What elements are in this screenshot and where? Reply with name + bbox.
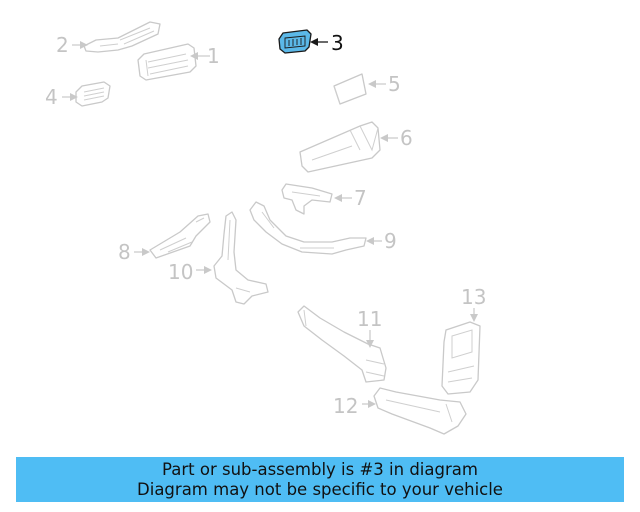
part-8[interactable] — [149, 213, 211, 259]
part-4[interactable] — [75, 81, 111, 107]
parts-diagram: 1 2 3 4 5 6 7 8 9 10 11 12 13 — [45, 21, 486, 435]
info-banner: Part or sub-assembly is #3 in diagram Di… — [16, 457, 624, 502]
callout-9: 9 — [384, 229, 397, 253]
callout-5: 5 — [388, 72, 401, 96]
callout-1: 1 — [207, 44, 220, 68]
callout-8: 8 — [118, 240, 131, 264]
callout-11: 11 — [357, 307, 382, 331]
leader-lines — [62, 38, 478, 408]
callout-12: 12 — [333, 394, 358, 418]
callout-4: 4 — [45, 85, 58, 109]
banner-line-part-info: Part or sub-assembly is #3 in diagram — [162, 459, 478, 479]
callout-numbers: 1 2 3 4 5 6 7 8 9 10 11 12 13 — [45, 31, 486, 418]
part-2[interactable] — [83, 21, 161, 53]
part-3-highlighted[interactable] — [278, 29, 312, 54]
callout-3[interactable]: 3 — [331, 31, 344, 55]
part-5[interactable] — [333, 73, 367, 105]
part-9[interactable] — [249, 201, 367, 255]
callout-13: 13 — [461, 285, 486, 309]
part-7[interactable] — [281, 183, 333, 215]
callout-7: 7 — [354, 186, 367, 210]
callout-10: 10 — [168, 260, 193, 284]
part-1[interactable] — [137, 43, 197, 81]
part-12[interactable] — [373, 387, 467, 435]
banner-line-disclaimer: Diagram may not be specific to your vehi… — [137, 479, 503, 499]
callout-6: 6 — [400, 126, 413, 150]
part-11[interactable] — [297, 305, 387, 383]
part-13[interactable] — [441, 321, 481, 395]
part-6[interactable] — [299, 121, 381, 173]
part-10[interactable] — [213, 211, 269, 305]
callout-2: 2 — [56, 33, 69, 57]
